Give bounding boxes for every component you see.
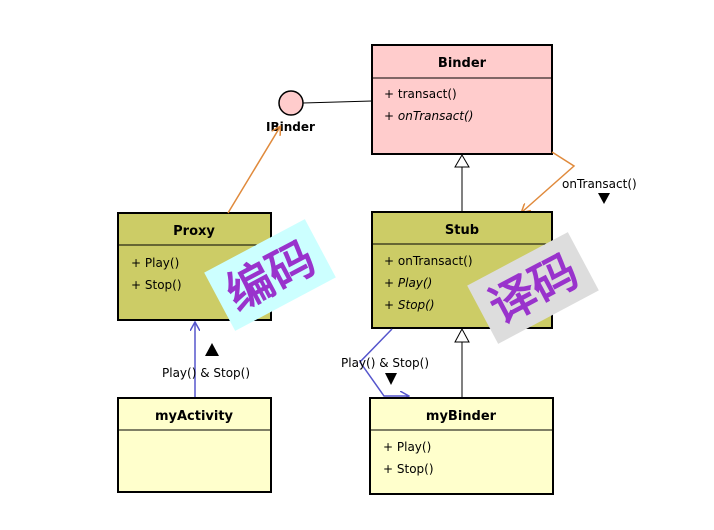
stub-member-play: + Play()	[384, 276, 432, 290]
ibinder-binder-connector	[302, 100, 373, 104]
stub-to-mybinder-call-arrow	[359, 328, 408, 396]
ibinder-label: IBinder	[266, 120, 315, 134]
proxy-member-stop: + Stop()	[131, 278, 182, 292]
stub-member-stop: + Stop()	[384, 298, 435, 312]
proxy-title: Proxy	[173, 224, 215, 239]
ontransact-call-arrow	[522, 151, 576, 212]
stub-title: Stub	[445, 223, 479, 238]
ontransact-label: onTransact()	[562, 177, 637, 191]
ibinder-interface[interactable]: IBinder	[266, 90, 373, 134]
myactivity-class[interactable]: myActivity	[117, 397, 272, 493]
play-stop-label-left: Play() & Stop()	[162, 366, 250, 380]
mybinder-extends-stub	[454, 327, 470, 398]
proxy-to-ibinder-arrow	[227, 127, 280, 214]
myactivity-title: myActivity	[155, 409, 234, 424]
mybinder-member-stop: + Stop()	[383, 462, 434, 476]
mybinder-title: myBinder	[426, 409, 497, 424]
ibinder-circle-icon	[278, 90, 304, 116]
mybinder-class[interactable]: myBinder + Play() + Stop()	[369, 397, 554, 495]
binder-member-transact: + transact()	[384, 87, 457, 101]
up-triangle-icon	[205, 343, 219, 356]
proxy-member-play: + Play()	[131, 256, 179, 270]
mybinder-member-play: + Play()	[383, 440, 431, 454]
binder-class[interactable]: Binder + transact() + onTransact()	[371, 44, 553, 155]
stub-extends-binder	[454, 154, 470, 212]
down-triangle-icon	[598, 193, 610, 204]
binder-member-ontransact: + onTransact()	[384, 109, 473, 123]
down-triangle-icon	[385, 373, 397, 385]
stub-member-ontransact: + onTransact()	[384, 254, 473, 268]
play-stop-label-right: Play() & Stop()	[341, 356, 429, 370]
binder-title: Binder	[438, 56, 487, 71]
